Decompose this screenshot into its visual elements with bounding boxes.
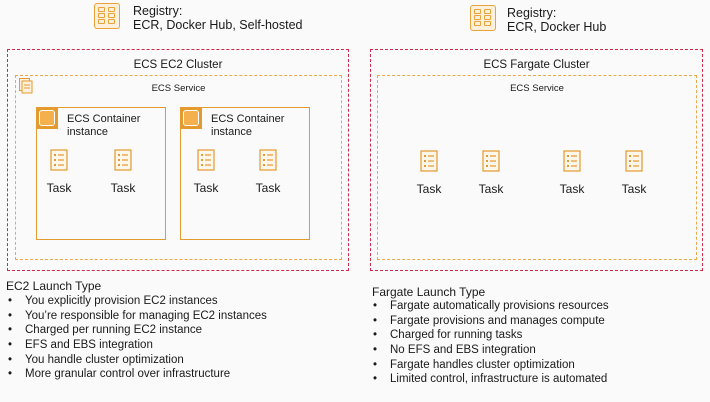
list-item: You’re responsible for managing EC2 inst… [5, 309, 267, 324]
task-icon [197, 149, 215, 171]
task-label: Task [416, 182, 442, 196]
list-item: Charged per running EC2 instance [5, 323, 267, 338]
task: Task [471, 150, 511, 196]
task-label: Task [255, 181, 281, 195]
ec2-service-title: ECS Service [151, 83, 206, 94]
task-label: Task [559, 182, 585, 196]
ec2-cluster-title: ECS EC2 Cluster [133, 59, 223, 71]
task-label: Task [46, 181, 72, 195]
list-item: Fargate automatically provisions resourc… [370, 299, 609, 314]
list-item: Limited control, infrastructure is autom… [370, 372, 609, 387]
container-instance-icon [180, 107, 202, 129]
registry-detail: ECR, Docker Hub, Self-hosted [133, 18, 303, 32]
list-item: Fargate provisions and manages compute [370, 314, 609, 329]
task: Task [39, 149, 79, 195]
ec2-cluster: ECS EC2 Cluster ECS Service ECS Containe… [7, 49, 349, 271]
list-item: EFS and EBS integration [5, 338, 267, 353]
task-icon [259, 149, 277, 171]
registry-title: Registry: [133, 4, 183, 18]
task-icon [625, 150, 643, 172]
ec2-launch-type-title: EC2 Launch Type [6, 279, 102, 293]
list-item: Charged for running tasks [370, 328, 609, 343]
task: Task [186, 149, 226, 195]
list-item: More granular control over infrastructur… [5, 367, 267, 382]
registry-title: Registry: [507, 6, 557, 20]
list-item: You handle cluster optimization [5, 353, 267, 368]
service-icon [19, 78, 33, 94]
registry-icon [470, 5, 496, 31]
registry-label-fargate: Registry: ECR, Docker Hub [507, 6, 606, 34]
task: Task [248, 149, 288, 195]
fargate-service: ECS Service Task Task [377, 75, 697, 260]
fargate-launch-type-list: Fargate automatically provisions resourc… [370, 299, 609, 387]
list-item: Fargate handles cluster optimization [370, 358, 609, 373]
instance-label: ECS Container instance [67, 113, 141, 138]
registry-detail: ECR, Docker Hub [507, 20, 607, 34]
ecs-container-instance: ECS Container instance Task [180, 107, 310, 240]
list-item: You explicitly provision EC2 instances [5, 294, 267, 309]
ecs-container-instance: ECS Container instance Task [36, 107, 166, 240]
task-label: Task [478, 182, 504, 196]
ec2-service: ECS Service ECS Container instance Task [15, 75, 342, 260]
task: Task [614, 150, 654, 196]
task: Task [409, 150, 449, 196]
task-icon [563, 150, 581, 172]
fargate-cluster-title: ECS Fargate Cluster [483, 59, 590, 71]
task: Task [103, 149, 143, 195]
task-label: Task [110, 181, 136, 195]
task-icon [50, 149, 68, 171]
ec2-launch-type-list: You explicitly provision EC2 instances Y… [5, 294, 267, 382]
container-instance-icon [36, 107, 58, 129]
task-icon [482, 150, 500, 172]
task: Task [552, 150, 592, 196]
fargate-cluster: ECS Fargate Cluster ECS Service Task Tas… [370, 49, 703, 271]
fargate-launch-type-title: Fargate Launch Type [372, 285, 486, 299]
registry-icon [94, 3, 120, 29]
task-label: Task [193, 181, 219, 195]
instance-label: ECS Container instance [211, 113, 285, 138]
task-icon [114, 149, 132, 171]
task-icon [420, 150, 438, 172]
registry-label-ec2: Registry: ECR, Docker Hub, Self-hosted [133, 4, 303, 32]
list-item: No EFS and EBS integration [370, 343, 609, 358]
fargate-service-title: ECS Service [510, 83, 564, 94]
task-label: Task [621, 182, 647, 196]
